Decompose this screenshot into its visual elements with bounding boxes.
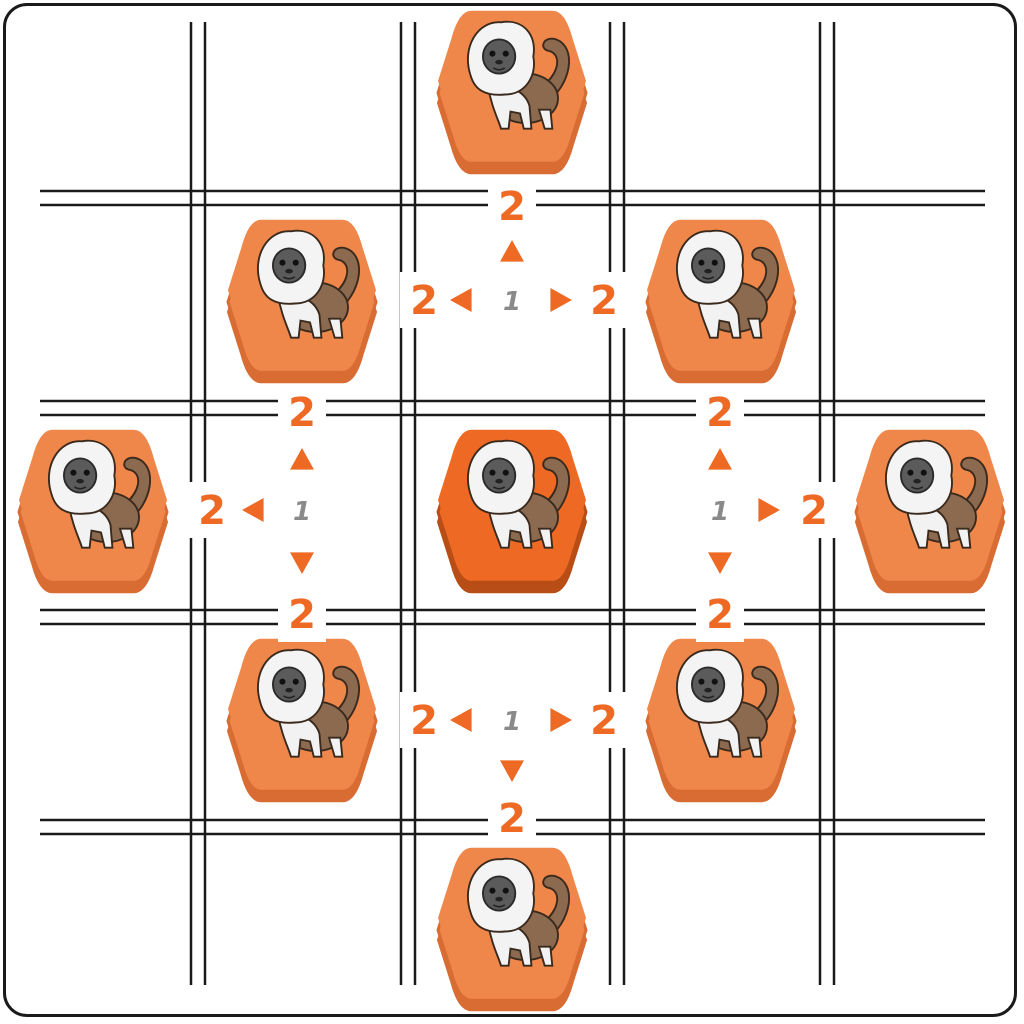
arrow-left-icon bbox=[450, 288, 472, 312]
arrow-right-icon bbox=[758, 498, 780, 522]
distance-label-far: 2 bbox=[288, 390, 316, 436]
distance-label-far: 2 bbox=[498, 184, 526, 230]
arrow-down-icon bbox=[500, 760, 524, 782]
distance-label-far: 2 bbox=[498, 796, 526, 842]
arrow-down-icon bbox=[290, 552, 314, 574]
tamarin-tile-center[interactable] bbox=[436, 429, 588, 594]
tamarin-tile-upper-left[interactable] bbox=[226, 219, 378, 384]
distance-label-far: 2 bbox=[410, 698, 438, 744]
tamarin-tile-left[interactable] bbox=[17, 429, 169, 594]
tamarin-tile-lower-right[interactable] bbox=[645, 638, 797, 803]
arrow-left-icon bbox=[450, 708, 472, 732]
tamarin-tile-bottom[interactable] bbox=[436, 847, 588, 1012]
arrow-up-icon bbox=[708, 448, 732, 470]
distance-label-far: 2 bbox=[590, 278, 618, 324]
tamarin-tile-right[interactable] bbox=[854, 429, 1006, 594]
distance-label-near: 1 bbox=[503, 287, 521, 317]
tiles-layer bbox=[17, 10, 1006, 1012]
distance-label-far: 2 bbox=[288, 592, 316, 638]
labels-layer: 1 2 2 2 1 2 2 2 1 2 2 2 1 2 2 2 bbox=[188, 178, 838, 846]
arrow-right-icon bbox=[550, 288, 572, 312]
arrow-right-icon bbox=[550, 708, 572, 732]
arrow-up-icon bbox=[290, 448, 314, 470]
distance-label-far: 2 bbox=[706, 592, 734, 638]
tamarin-tile-top[interactable] bbox=[436, 10, 588, 175]
distance-label-near: 1 bbox=[503, 707, 521, 737]
distance-label-far: 2 bbox=[706, 390, 734, 436]
distance-label-far: 2 bbox=[198, 488, 226, 534]
distance-label-far: 2 bbox=[410, 278, 438, 324]
tamarin-tile-upper-right[interactable] bbox=[645, 219, 797, 384]
distance-label-near: 1 bbox=[711, 497, 729, 527]
grid-lines bbox=[40, 22, 985, 985]
arrow-left-icon bbox=[242, 498, 264, 522]
arrow-down-icon bbox=[708, 552, 732, 574]
tamarin-tile-lower-left[interactable] bbox=[226, 638, 378, 803]
distance-label-near: 1 bbox=[293, 497, 311, 527]
distance-label-far: 2 bbox=[800, 488, 828, 534]
distance-label-far: 2 bbox=[590, 698, 618, 744]
arrow-up-icon bbox=[500, 240, 524, 262]
